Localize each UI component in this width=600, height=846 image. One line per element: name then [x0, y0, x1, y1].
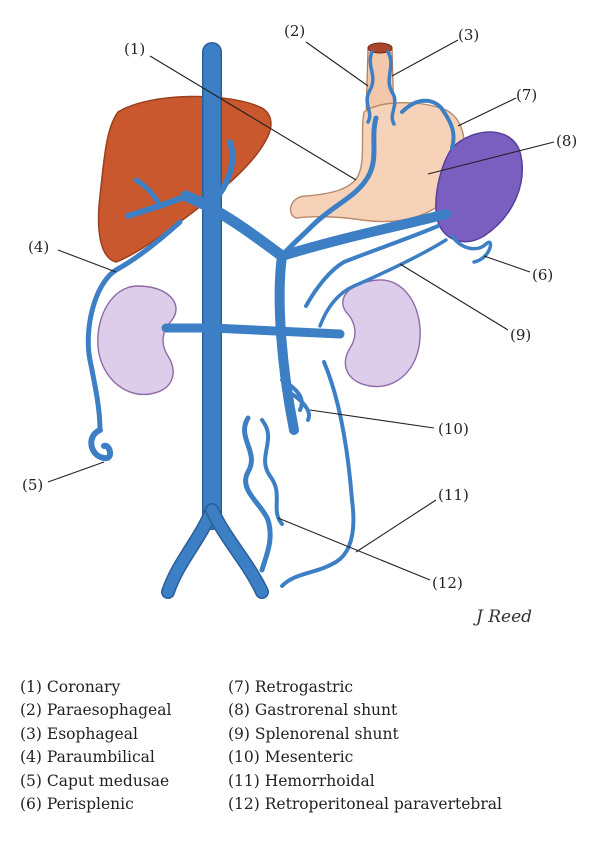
renal-veins	[161, 323, 345, 339]
legend-item-paraumbilical: (4) Paraumbilical	[20, 748, 155, 767]
portal-collaterals-diagram: (1) (2) (3) (4) (5) (6) (7) (8) (9) (10)…	[22, 22, 577, 627]
label-1: (1)	[124, 40, 145, 58]
leader-9	[399, 263, 509, 331]
leader-8	[427, 141, 555, 175]
vena-cava	[161, 42, 269, 599]
label-10: (10)	[438, 420, 469, 438]
legend-item-coronary: (1) Coronary	[20, 678, 121, 696]
artist-signature: J Reed	[473, 607, 532, 627]
leader-11	[355, 499, 437, 553]
portal-vein	[125, 139, 451, 435]
label-3: (3)	[458, 26, 479, 44]
leader-7	[457, 97, 517, 127]
label-8: (8)	[556, 132, 577, 150]
label-6: (6)	[532, 266, 553, 284]
liver	[97, 95, 272, 263]
legend-item-retroperitoneal-paravertebral: (12) Retroperitoneal paravertebral	[228, 795, 502, 814]
legend: (1) Coronary (2) Paraesophageal (3) Esop…	[20, 676, 580, 826]
legend-item-retrogastric: (7) Retrogastric	[228, 678, 354, 696]
label-5: (5)	[22, 476, 43, 494]
legend-item-esophageal: (3) Esophageal	[20, 724, 138, 743]
label-12: (12)	[432, 574, 463, 592]
legend-item-paraesophageal: (2) Paraesophageal	[20, 701, 172, 720]
legend-item-hemorrhoidal: (11) Hemorrhoidal	[228, 771, 375, 790]
leader-4	[57, 249, 117, 273]
leader-lines	[47, 39, 555, 581]
spleen	[435, 131, 523, 243]
label-11: (11)	[438, 486, 469, 504]
legend-item-gastrorenal-shunt: (8) Gastrorenal shunt	[228, 701, 398, 720]
stomach	[289, 102, 465, 223]
label-4: (4)	[28, 238, 49, 256]
callout-labels: (1) (2) (3) (4) (5) (6) (7) (8) (9) (10)…	[22, 22, 577, 592]
collateral-veins	[85, 50, 493, 588]
leader-10	[309, 409, 435, 429]
label-2: (2)	[284, 22, 305, 40]
right-kidney	[342, 279, 421, 388]
leader-12	[277, 517, 431, 581]
leader-2	[305, 41, 369, 87]
leader-6	[483, 255, 531, 273]
label-9: (9)	[510, 326, 531, 344]
legend-column-left: (1) Coronary (2) Paraesophageal (3) Esop…	[20, 676, 171, 816]
left-kidney	[97, 285, 177, 396]
legend-item-splenorenal-shunt: (9) Splenorenal shunt	[228, 724, 399, 743]
leader-5	[47, 461, 105, 483]
legend-item-caput-medusae: (5) Caput medusae	[20, 771, 170, 790]
legend-column-right: (7) Retrogastric (8) Gastrorenal shunt (…	[228, 676, 502, 816]
label-7: (7)	[516, 86, 537, 104]
esophagus-opening	[367, 42, 393, 54]
leader-1	[149, 55, 357, 181]
leader-3	[391, 39, 459, 77]
legend-item-mesenteric: (10) Mesenteric	[228, 748, 354, 767]
legend-item-perisplenic: (6) Perisplenic	[20, 795, 134, 814]
